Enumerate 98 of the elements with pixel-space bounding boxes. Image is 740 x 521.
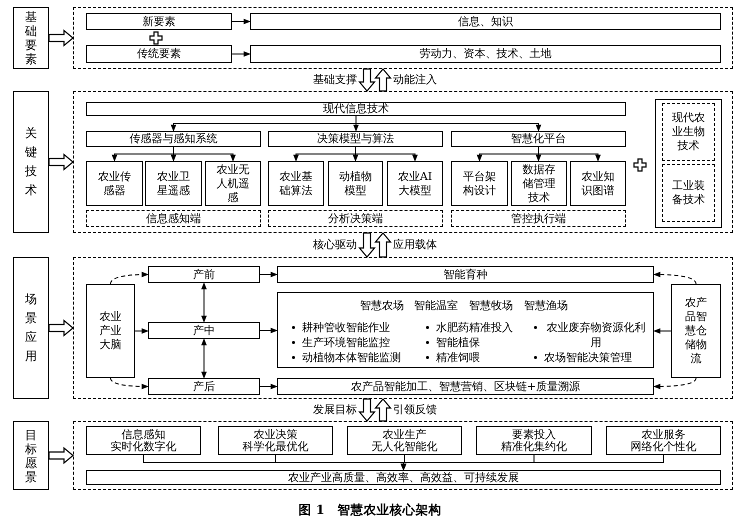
goal-detail: 无人化智能化 bbox=[372, 440, 438, 452]
hollow-arrow bbox=[374, 398, 392, 422]
scenario-heading: 智慧渔场 bbox=[524, 298, 568, 313]
arrow bbox=[260, 272, 278, 278]
process-box: 农业传感器 bbox=[86, 161, 143, 206]
hollow-arrow bbox=[48, 319, 74, 337]
process-box: 农业产业高质量、高效率、高效益、可持续发展 bbox=[86, 470, 721, 485]
layer-box: 分析决策端 bbox=[268, 210, 443, 227]
process-box: 智慧化平台 bbox=[451, 131, 626, 147]
process-box: 新要素 bbox=[86, 13, 232, 30]
goal-title: 要素投入 bbox=[512, 428, 556, 440]
edge-label: 引领反馈 bbox=[393, 403, 437, 417]
technology-frame bbox=[655, 99, 722, 228]
arrow bbox=[201, 338, 207, 379]
process-box: 决策模型与算法 bbox=[268, 131, 443, 147]
process-box: 农业无人机遥感 bbox=[205, 161, 261, 206]
process-box: 农业AI大模型 bbox=[387, 161, 443, 206]
arrow bbox=[232, 18, 251, 24]
bullet-item: 精准饲喂 bbox=[424, 350, 480, 365]
hollow-arrow bbox=[48, 446, 74, 464]
hollow-arrow bbox=[374, 232, 392, 258]
section-label: 关键技术 bbox=[13, 91, 49, 233]
process-box: 农业基础算法 bbox=[268, 161, 324, 206]
arrow bbox=[400, 454, 664, 471]
bullet-item: 水肥药精准投入 bbox=[424, 320, 513, 335]
goal-detail: 网络化个性化 bbox=[630, 440, 696, 452]
bullet-item: 耕种管收智能作业 bbox=[290, 320, 390, 335]
section-frame bbox=[73, 7, 733, 69]
layer-box: 信息感知端 bbox=[86, 210, 261, 227]
section-label: 场景应用 bbox=[13, 257, 49, 399]
dashed-arrow bbox=[110, 378, 149, 390]
dashed-arrow bbox=[653, 378, 696, 390]
bullet-item: 农业废弃物资源化利用 bbox=[532, 320, 648, 350]
scenario-heading: 智慧农场 bbox=[360, 298, 404, 313]
goal-title: 农业生产 bbox=[382, 428, 426, 440]
goal-box bbox=[86, 426, 201, 455]
technology-box: 工业装备技术 bbox=[662, 164, 715, 222]
section-frame bbox=[73, 257, 733, 399]
arrow bbox=[134, 328, 149, 334]
goal-box bbox=[606, 426, 721, 455]
dashed-arrow bbox=[110, 272, 149, 284]
hollow-arrow bbox=[374, 68, 392, 92]
arrow bbox=[260, 384, 278, 390]
process-box: 产后 bbox=[148, 378, 260, 395]
goal-box bbox=[218, 426, 333, 455]
dashed-arrow bbox=[653, 272, 696, 284]
process-box: 农业卫星遥感 bbox=[145, 161, 202, 206]
arrow bbox=[232, 51, 251, 57]
hollow-arrow bbox=[358, 398, 376, 422]
goal-title: 农业服务 bbox=[642, 428, 686, 440]
arrow bbox=[201, 282, 207, 323]
platform-box: 农业产业大脑 bbox=[86, 284, 135, 378]
process-box: 平台架构设计 bbox=[451, 161, 508, 206]
process-box: 数据存储管理技术 bbox=[511, 161, 567, 206]
scenario-heading: 智能温室 bbox=[414, 298, 458, 313]
goal-detail: 精准化集约化 bbox=[501, 440, 567, 452]
goal-title: 信息感知 bbox=[122, 428, 166, 440]
process-box: 智能育种 bbox=[277, 266, 654, 283]
process-box: 传感器与感知系统 bbox=[86, 131, 261, 147]
bullet-item: 动植物本体智能监测 bbox=[290, 350, 401, 365]
figure-caption: 图 1 智慧农业核心架构 bbox=[298, 502, 442, 517]
process-box: 动植物模型 bbox=[328, 161, 383, 206]
process-box: 产前 bbox=[148, 266, 260, 283]
bullet-item: 智能植保 bbox=[424, 335, 480, 350]
edge-label: 发展目标 bbox=[313, 403, 357, 417]
goal-detail: 实时化数字化 bbox=[110, 440, 176, 452]
process-box: 信息、知识 bbox=[250, 13, 721, 30]
scenario-panel bbox=[277, 292, 654, 368]
process-box: 产中 bbox=[148, 322, 260, 339]
hollow-arrow bbox=[48, 29, 74, 47]
edge-label: 动能注入 bbox=[393, 73, 437, 87]
section-frame bbox=[73, 91, 733, 233]
edge-label: 应用载体 bbox=[393, 238, 437, 252]
bullet-item: 农场智能决策管理 bbox=[532, 350, 632, 365]
hollow-arrow bbox=[358, 232, 376, 258]
section-label: 目标愿景 bbox=[13, 421, 49, 490]
section-label: 基础要素 bbox=[13, 7, 49, 69]
goal-detail: 科学化最优化 bbox=[242, 440, 308, 452]
process-box: 农业知识图谱 bbox=[570, 161, 626, 206]
process-box: 劳动力、资本、技术、土地 bbox=[250, 45, 721, 63]
process-box: 现代信息技术 bbox=[86, 102, 626, 116]
layer-box: 管控执行端 bbox=[451, 210, 626, 227]
section-frame bbox=[73, 421, 733, 490]
process-box: 农产品智能加工、智慧营销、区块链+质量溯源 bbox=[277, 378, 654, 395]
technology-box: 现代农业生物技术 bbox=[662, 103, 715, 161]
bullet-item: 生产环境智能监控 bbox=[290, 335, 390, 350]
goal-box bbox=[347, 426, 462, 455]
hollow-arrow bbox=[358, 68, 376, 92]
arrow bbox=[260, 328, 278, 334]
hollow-arrow bbox=[48, 153, 74, 171]
platform-box: 农产品智慧仓储物流 bbox=[671, 284, 721, 378]
edge-label: 核心驱动 bbox=[313, 238, 357, 252]
goal-title: 农业决策 bbox=[254, 428, 298, 440]
process-box: 传统要素 bbox=[86, 45, 232, 63]
scenario-heading: 智慧牧场 bbox=[469, 298, 513, 313]
edge-label: 基础支撑 bbox=[313, 73, 357, 87]
arrow bbox=[653, 328, 672, 334]
goal-box bbox=[476, 426, 592, 455]
